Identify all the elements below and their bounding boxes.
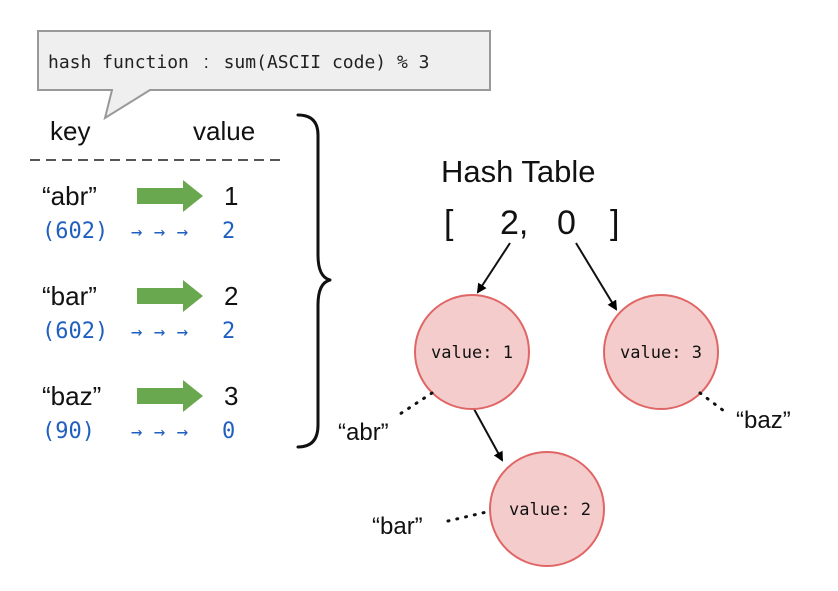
- node-circle: [414, 294, 530, 410]
- node-label: value: 2: [509, 500, 591, 520]
- node-circle: [489, 451, 605, 567]
- node-label: value: 3: [620, 343, 702, 363]
- entry-hash: (602): [42, 319, 108, 344]
- entry-key: “baz”: [42, 381, 101, 411]
- node-value-3: value: 3 “baz”: [603, 294, 791, 434]
- node-label: value: 1: [431, 343, 513, 363]
- node-circle: [603, 294, 719, 410]
- entry-value: 2: [224, 281, 238, 311]
- hash-arrows: → → →: [131, 321, 188, 343]
- hash-arrows: → → →: [131, 421, 188, 443]
- node-tag: “abr”: [338, 419, 389, 446]
- dotted-connector: [398, 391, 434, 416]
- entry-baz: “baz” 3 (90) → → → 0: [42, 380, 238, 444]
- green-arrow-icon: [137, 280, 203, 312]
- green-arrow-icon: [137, 380, 203, 412]
- node-tag: “bar”: [372, 513, 423, 540]
- hash-arrows: → → →: [131, 221, 188, 243]
- pointer-arrow-to-value-1: [476, 242, 511, 294]
- entry-key: “abr”: [42, 181, 97, 211]
- entry-key: “bar”: [42, 281, 97, 311]
- node-tag: “baz”: [736, 407, 791, 434]
- hash-function-callout: hash function : sum(ASCII code) % 3: [37, 30, 491, 121]
- hash-table-title: Hash Table: [441, 154, 596, 189]
- green-arrow-icon: [137, 180, 203, 212]
- open-bracket: [: [444, 204, 454, 242]
- key-header: key: [50, 116, 90, 146]
- node-value-1: value: 1 “abr”: [338, 294, 530, 446]
- entry-hash: (90): [42, 419, 95, 444]
- entry-index: 2: [222, 219, 235, 244]
- pointer-arrow-to-value-2: [473, 408, 503, 462]
- pointer-arrow-to-value-3: [575, 242, 618, 311]
- entry-abr: “abr” 1 (602) → → → 2: [42, 180, 238, 244]
- callout-expression: sum(ASCII code) % 3: [224, 52, 430, 73]
- dotted-connector: [698, 391, 730, 416]
- curly-brace: [296, 113, 332, 449]
- value-header: value: [193, 116, 255, 146]
- dotted-connector: [446, 509, 493, 523]
- entry-bar: “bar” 2 (602) → → → 2: [42, 280, 238, 344]
- entry-value: 1: [224, 181, 238, 211]
- callout-bubble: [37, 30, 491, 121]
- node-value-2: value: 2 “bar”: [372, 451, 605, 567]
- callout-text: hash function : sum(ASCII code) % 3: [48, 52, 430, 73]
- close-bracket: ]: [610, 204, 619, 242]
- entry-value: 3: [224, 381, 238, 411]
- entry-index: 2: [222, 319, 235, 344]
- array-slot-a: 2,: [500, 204, 528, 242]
- callout-label: hash function: [48, 52, 189, 73]
- entry-index: 0: [222, 419, 235, 444]
- array-slot-b: 0: [557, 204, 576, 242]
- entry-hash: (602): [42, 219, 108, 244]
- callout-separator: :: [204, 52, 209, 72]
